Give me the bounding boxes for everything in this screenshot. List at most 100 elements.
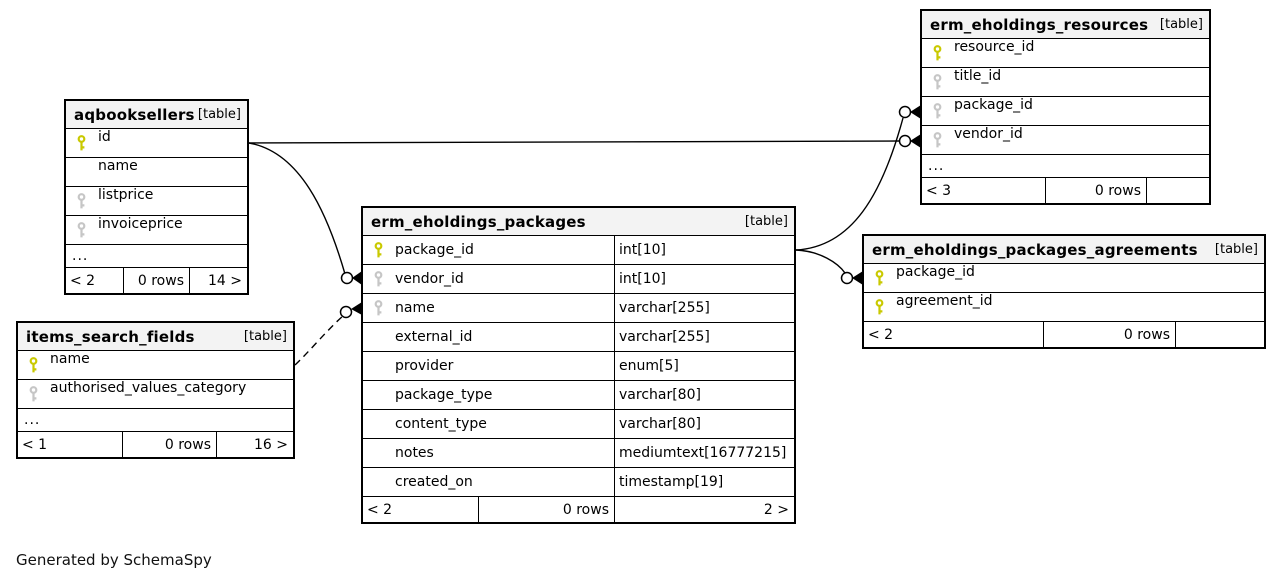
table-title[interactable]: erm_eholdings_packages_agreements bbox=[872, 240, 1198, 259]
column-name: package_id bbox=[896, 264, 975, 280]
column-row: title_id bbox=[922, 68, 1209, 97]
column-name: created_on bbox=[395, 474, 473, 490]
column-type: timestamp[19] bbox=[614, 468, 794, 496]
relationship-aqbooksellers-packages bbox=[248, 142, 362, 285]
table-header: erm_eholdings_packages_agreements [table… bbox=[864, 236, 1264, 264]
column-type: int[10] bbox=[614, 265, 794, 293]
table-erm-eholdings-packages-agreements: erm_eholdings_packages_agreements [table… bbox=[862, 234, 1266, 349]
column-name: package_id bbox=[395, 242, 474, 258]
footer-parent-count[interactable]: < 1 bbox=[22, 436, 48, 453]
column-row: vendor_id int[10] bbox=[363, 265, 794, 294]
footer-row-count: 0 rows bbox=[478, 497, 614, 522]
column-type: varchar[80] bbox=[614, 381, 794, 409]
table-title[interactable]: erm_eholdings_packages bbox=[371, 212, 586, 231]
column-row: listprice bbox=[66, 187, 247, 216]
relationship-line bbox=[248, 142, 346, 275]
footer-parent-count[interactable]: < 2 bbox=[367, 501, 393, 518]
footer-row-count: 0 rows bbox=[123, 268, 189, 293]
primary-key-icon bbox=[76, 129, 87, 157]
table-footer: < 2 0 rows 2 > bbox=[363, 497, 794, 522]
crowfoot-many-icon bbox=[852, 271, 863, 285]
footer-parent-count[interactable]: < 2 bbox=[70, 272, 96, 289]
footer-child-count[interactable]: 2 > bbox=[614, 497, 794, 522]
crowfoot-many-icon bbox=[352, 271, 362, 285]
column-name-cell: package_id bbox=[363, 236, 614, 264]
crowfoot-many-icon bbox=[351, 302, 362, 315]
table-type-tag: [table] bbox=[243, 329, 287, 344]
table-type-tag: [table] bbox=[744, 214, 788, 229]
crowfoot-many-icon bbox=[910, 105, 921, 119]
table-aqbooksellers: aqbooksellers [table] id name listprice … bbox=[64, 99, 249, 295]
table-footer: < 2 0 rows bbox=[864, 322, 1264, 347]
column-row: authorised_values_category bbox=[18, 380, 293, 409]
column-row: content_type varchar[80] bbox=[363, 410, 794, 439]
relationship-packages-resources bbox=[795, 105, 921, 251]
column-row: name bbox=[66, 158, 247, 187]
column-name: title_id bbox=[954, 68, 1002, 84]
table-type-tag: [table] bbox=[197, 107, 241, 122]
footer-row-count: 0 rows bbox=[1045, 178, 1146, 203]
column-name: package_id bbox=[954, 97, 1033, 113]
column-name: package_type bbox=[395, 387, 493, 403]
footer-row-count: 0 rows bbox=[1043, 322, 1175, 347]
table-title[interactable]: aqbooksellers bbox=[74, 105, 195, 124]
footer-parent-count[interactable]: < 3 bbox=[926, 182, 952, 199]
relationship-line bbox=[248, 140, 900, 144]
column-name: name bbox=[98, 158, 138, 174]
column-name-cell: package_type bbox=[363, 381, 614, 409]
column-name-cell: content_type bbox=[363, 410, 614, 438]
footer-child-count bbox=[1175, 322, 1264, 347]
table-footer: < 1 0 rows 16 > bbox=[18, 432, 293, 457]
foreign-key-icon bbox=[76, 187, 87, 215]
column-row: package_id int[10] bbox=[363, 236, 794, 265]
table-title[interactable]: items_search_fields bbox=[26, 327, 195, 346]
column-name-cell: vendor_id bbox=[363, 265, 614, 293]
footer-child-count[interactable]: 16 > bbox=[216, 432, 293, 457]
foreign-key-icon bbox=[932, 126, 943, 154]
column-name-cell: notes bbox=[363, 439, 614, 467]
column-name-cell: name bbox=[363, 294, 614, 322]
zero-circle-icon bbox=[898, 105, 912, 119]
column-row: resource_id bbox=[922, 39, 1209, 68]
footer-child-count[interactable]: 14 > bbox=[189, 268, 247, 293]
column-name: notes bbox=[395, 445, 434, 461]
foreign-key-icon bbox=[932, 97, 943, 125]
table-erm-eholdings-resources: erm_eholdings_resources [table] resource… bbox=[920, 9, 1211, 205]
primary-key-icon bbox=[373, 241, 384, 259]
relationship-line bbox=[795, 249, 846, 274]
table-header: aqbooksellers [table] bbox=[66, 101, 247, 129]
column-type: mediumtext[16777215] bbox=[614, 439, 794, 467]
footer-parent-count[interactable]: < 2 bbox=[868, 326, 894, 343]
table-title[interactable]: erm_eholdings_resources bbox=[930, 15, 1149, 34]
foreign-key-icon bbox=[373, 299, 384, 317]
column-row: invoiceprice bbox=[66, 216, 247, 245]
ellipsis-text: ... bbox=[24, 412, 41, 428]
table-footer: < 2 0 rows 14 > bbox=[66, 268, 247, 293]
column-row: package_type varchar[80] bbox=[363, 381, 794, 410]
ellipsis-row: ... bbox=[922, 155, 1209, 178]
table-header: erm_eholdings_packages [table] bbox=[363, 208, 794, 236]
column-row: external_id varchar[255] bbox=[363, 323, 794, 352]
column-name-cell: created_on bbox=[363, 468, 614, 496]
zero-circle-icon bbox=[840, 271, 854, 285]
ellipsis-text: ... bbox=[72, 248, 89, 264]
column-row: name bbox=[18, 351, 293, 380]
ellipsis-row: ... bbox=[66, 245, 247, 268]
table-header: erm_eholdings_resources [table] bbox=[922, 11, 1209, 39]
footer-row-count: 0 rows bbox=[122, 432, 216, 457]
primary-key-icon bbox=[874, 264, 885, 292]
column-row: vendor_id bbox=[922, 126, 1209, 155]
column-type: varchar[80] bbox=[614, 410, 794, 438]
primary-key-icon bbox=[932, 39, 943, 67]
column-type: varchar[255] bbox=[614, 294, 794, 322]
ellipsis-text: ... bbox=[928, 158, 945, 174]
column-row: notes mediumtext[16777215] bbox=[363, 439, 794, 468]
column-name: agreement_id bbox=[896, 293, 993, 309]
key-placeholder bbox=[76, 158, 87, 186]
column-name-cell: external_id bbox=[363, 323, 614, 351]
foreign-key-icon bbox=[932, 68, 943, 96]
column-type: enum[5] bbox=[614, 352, 794, 380]
column-name: invoiceprice bbox=[98, 216, 183, 232]
zero-circle-icon bbox=[340, 271, 354, 285]
